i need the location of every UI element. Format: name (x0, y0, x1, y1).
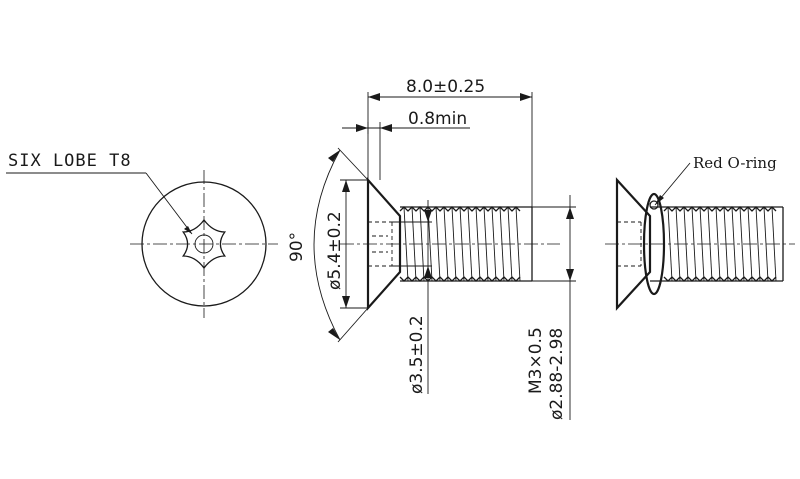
thread-crest (739, 206, 745, 282)
thread-crest (491, 206, 497, 282)
thread-crest (515, 206, 521, 282)
thread-crest (507, 206, 513, 282)
thread-crest (475, 206, 481, 282)
thread-crest (459, 206, 465, 282)
angle-label: 90° (287, 232, 307, 262)
recess-diameter-label: ø3.5±0.2 (407, 315, 427, 394)
thread-profile-top-right (663, 206, 777, 212)
thread-crest (435, 206, 441, 282)
dim-recess-diameter (392, 200, 432, 394)
dim-thread (532, 195, 576, 420)
thread-crest-lines (403, 206, 521, 282)
thread-crest (763, 206, 769, 282)
countersunk-head (366, 177, 402, 311)
six-lobe-recess (181, 218, 227, 270)
screw-oring-view (605, 162, 795, 311)
thread-crest (771, 206, 777, 282)
thread-crest (467, 206, 473, 282)
thread-crest (411, 206, 417, 282)
dim-angle (313, 147, 369, 343)
thread-crest (731, 206, 737, 282)
thread-crest (419, 206, 425, 282)
oring-section (649, 200, 659, 210)
thread-crest (691, 206, 697, 282)
head-diameter-label: ø5.4±0.2 (325, 211, 345, 290)
thread-crest (747, 206, 753, 282)
thread-size-label: M3×0.5 (526, 327, 546, 394)
countersunk-head-right (615, 177, 652, 311)
oring-shape (642, 192, 666, 296)
thread-diameter-label: ø2.88-2.98 (547, 328, 567, 420)
head-min-label: 0.8min (408, 109, 467, 129)
thread-crest (483, 206, 489, 282)
thread-crest (499, 206, 505, 282)
thread-crest (675, 206, 681, 282)
screw-side-view (340, 177, 560, 311)
thread-crest (683, 206, 689, 282)
dim-head-diameter (340, 179, 368, 309)
oring-label: Red O-ring (693, 154, 777, 172)
thread-crest (755, 206, 761, 282)
dim-head-min (342, 122, 470, 180)
head-top-view (130, 170, 278, 318)
thread-crest (443, 206, 449, 282)
thread-crest (715, 206, 721, 282)
drive-leader (6, 172, 193, 235)
thread-crest-lines-right (667, 206, 777, 282)
thread-crest (403, 206, 409, 282)
thread-crest (699, 206, 705, 282)
thread-crest (707, 206, 713, 282)
thread-crest (723, 206, 729, 282)
thread-crest (451, 206, 457, 282)
drive-type-label: SIX LOBE T8 (8, 151, 132, 171)
thread-profile-bottom (399, 276, 521, 282)
overall-length-label: 8.0±0.25 (406, 77, 485, 97)
thread-crest (667, 206, 673, 282)
recess-inner-circle (194, 234, 214, 254)
dim-overall-length (367, 92, 533, 207)
